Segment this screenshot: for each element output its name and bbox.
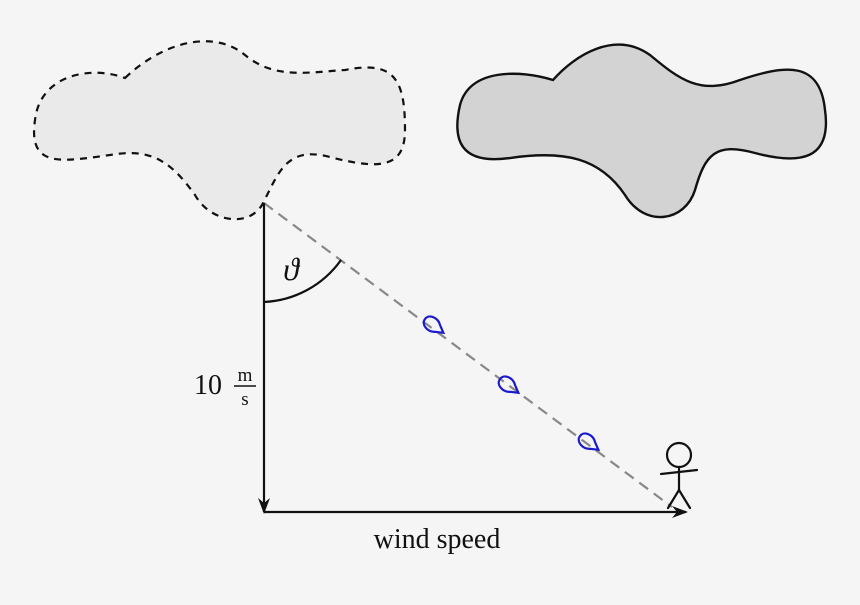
rain-trajectory	[263, 202, 673, 508]
vertical-speed-unit-numerator: m	[238, 365, 253, 386]
solid-cloud	[456, 43, 828, 219]
raindrop-icon	[497, 375, 521, 395]
vertical-speed-value: 10	[194, 370, 222, 401]
angle-label: ϑ	[283, 251, 301, 287]
stick-figure-icon	[659, 441, 699, 510]
raindrop-icon	[577, 432, 601, 452]
vertical-speed-label: 10 m s	[194, 365, 256, 410]
angle-arc	[263, 259, 342, 304]
raindrop-icon	[422, 315, 446, 335]
vertical-speed-unit-denominator: s	[241, 389, 248, 410]
dashed-cloud	[32, 40, 407, 221]
wind-speed-label: wind speed	[374, 524, 501, 555]
